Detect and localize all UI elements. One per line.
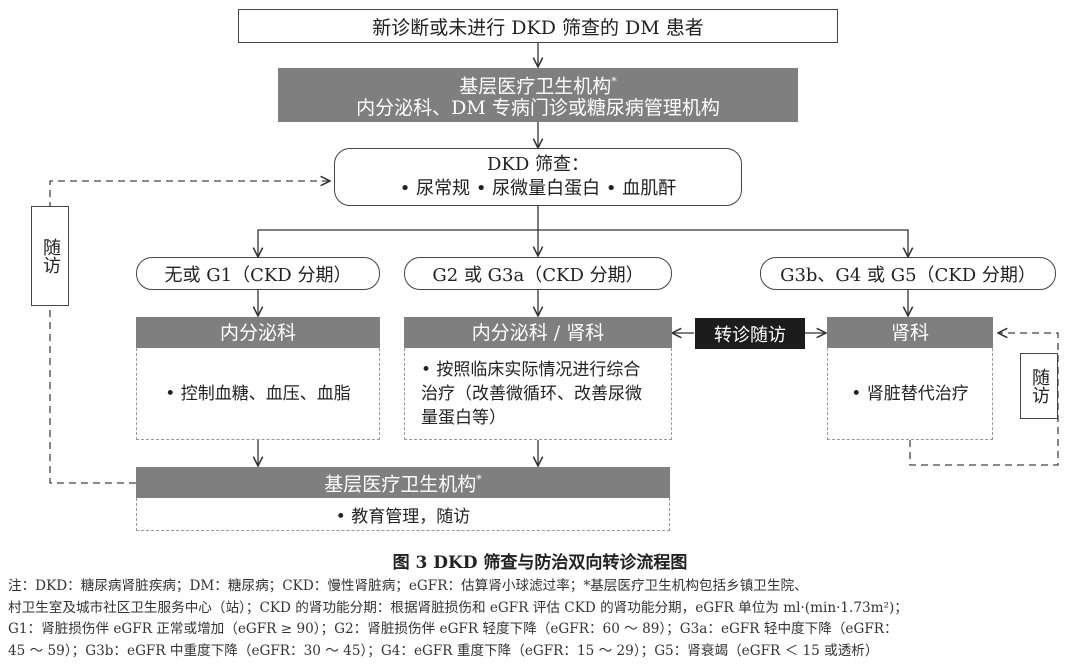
dept-endocrine: 内分泌科 xyxy=(136,317,380,348)
treatment-3-text: • 肾脏替代治疗 xyxy=(851,383,969,404)
primary-care-box: 基层医疗卫生机构* 内分泌科、DM 专病门诊或糖尿病管理机构 xyxy=(278,68,798,122)
stage-g1-label: 无或 G1（CKD 分期） xyxy=(164,264,352,286)
branch-line xyxy=(257,229,909,256)
note-line-2: 村卫生室及城市社区卫生服务中心（站）；CKD 的肾功能分期：根据肾脏损伤和 eG… xyxy=(8,599,908,616)
followup-left-label: 随访 xyxy=(40,238,61,274)
referral-followup-box: 转诊随访 xyxy=(695,318,805,349)
followup-box-right: 随访 xyxy=(1020,353,1058,419)
stage-g2-g3a: G2 或 G3a（CKD 分期） xyxy=(404,257,672,290)
note-line-3: G1：肾脏损伤伴 eGFR 正常或增加（eGFR ≥ 90）；G2：肾脏损伤伴 … xyxy=(8,621,898,637)
dept-endo-nephro-label: 内分泌科 / 肾科 xyxy=(471,321,605,344)
stage-g3b-label: G3b、G4 或 G5（CKD 分期） xyxy=(780,264,1036,286)
note-line-4: 45 ～ 59）；G3b：eGFR 中重度下降（eGFR：30 ～ 45）；G4… xyxy=(8,642,879,659)
bottom-title: 基层医疗卫生机构 xyxy=(324,473,477,496)
primary-care-line1: 基层医疗卫生机构 xyxy=(459,75,612,98)
bottom-item-box: • 教育管理，随访 xyxy=(136,498,670,531)
figure-caption: 图 3 DKD 筛查与防治双向转诊流程图 xyxy=(392,553,688,573)
dept-nephrology: 肾科 xyxy=(827,317,993,348)
dept-endocrine-nephrology: 内分泌科 / 肾科 xyxy=(404,317,672,348)
primary-care-line2: 内分泌科、DM 专病门诊或糖尿病管理机构 xyxy=(356,97,720,120)
followup-right-label: 随访 xyxy=(1029,368,1050,404)
bottom-item: • 教育管理，随访 xyxy=(335,506,471,527)
treatment-box-3: • 肾脏替代治疗 xyxy=(827,348,993,440)
note-line-1: 注：DKD：糖尿病肾脏疾病；DM：糖尿病；CKD：慢性肾脏病；eGFR：估算肾小… xyxy=(8,578,808,594)
treatment-2-text: • 按照临床实际情况进行综合治疗（改善微循环、改善尿微量蛋白等） xyxy=(421,359,642,428)
followup-loop-right xyxy=(909,333,1059,466)
followup-box-left: 随访 xyxy=(31,206,69,306)
bottom-asterisk: * xyxy=(476,473,482,487)
dept-nephrology-label: 肾科 xyxy=(890,321,929,344)
referral-label: 转诊随访 xyxy=(714,324,786,346)
stage-g2-label: G2 或 G3a（CKD 分期） xyxy=(432,264,644,286)
figure-notes: 注：DKD：糖尿病肾脏疾病；DM：糖尿病；CKD：慢性肾脏病；eGFR：估算肾小… xyxy=(8,576,1074,662)
followup-loop-left xyxy=(49,181,330,484)
stage-g3b-g5: G3b、G4 或 G5（CKD 分期） xyxy=(760,257,1056,290)
treatment-box-2: • 按照临床实际情况进行综合治疗（改善微循环、改善尿微量蛋白等） xyxy=(404,348,672,440)
treatment-box-1: • 控制血糖、血压、血脂 xyxy=(136,348,380,440)
screening-box: DKD 筛查： • 尿常规 • 尿微量白蛋白 • 血肌酐 xyxy=(334,148,742,206)
primary-care-bottom: 基层医疗卫生机构* xyxy=(136,467,670,498)
screening-items: • 尿常规 • 尿微量白蛋白 • 血肌酐 xyxy=(399,178,677,199)
screening-title: DKD 筛查： xyxy=(486,154,590,175)
asterisk-mark: * xyxy=(611,74,617,88)
stage-g1: 无或 G1（CKD 分期） xyxy=(136,257,380,290)
dept-endocrine-label: 内分泌科 xyxy=(219,321,296,344)
patient-label: 新诊断或未进行 DKD 筛查的 DM 患者 xyxy=(372,16,704,39)
patient-box: 新诊断或未进行 DKD 筛查的 DM 患者 xyxy=(238,9,838,43)
treatment-1-text: • 控制血糖、血压、血脂 xyxy=(165,383,351,404)
